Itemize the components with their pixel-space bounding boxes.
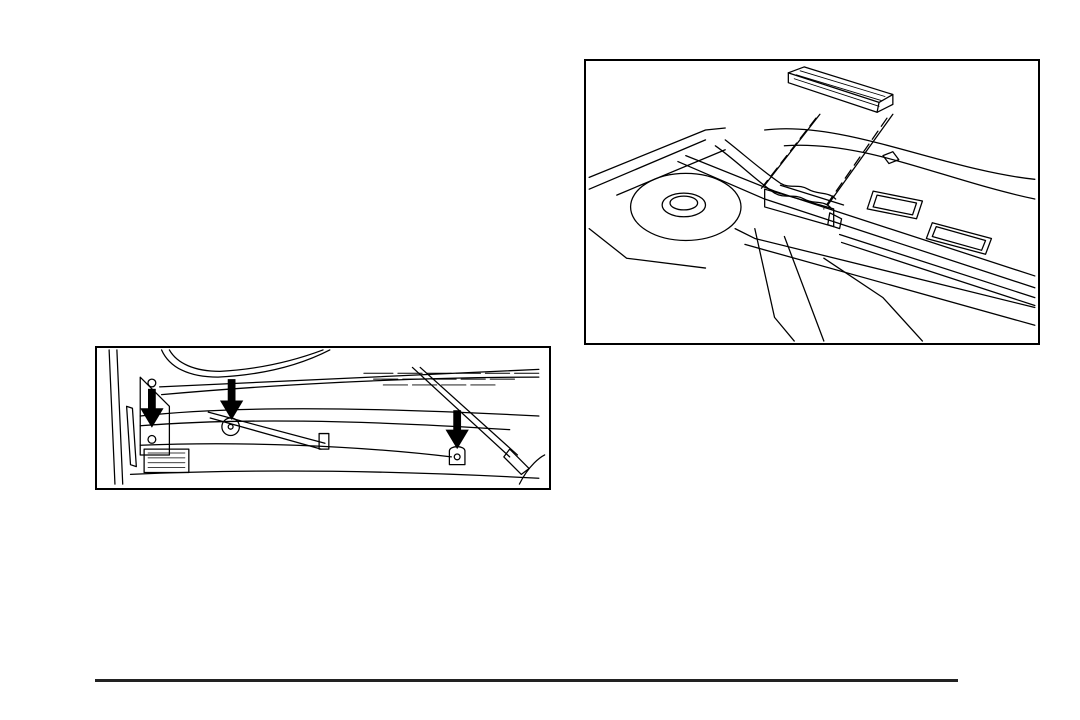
- cowl-fastener-illustration-icon: [97, 348, 549, 488]
- cabin-filter-illustration-icon: [586, 61, 1038, 343]
- cowl-fastener-figure: [95, 346, 551, 490]
- footer-rule: [95, 679, 958, 682]
- cabin-filter-figure: [584, 59, 1040, 345]
